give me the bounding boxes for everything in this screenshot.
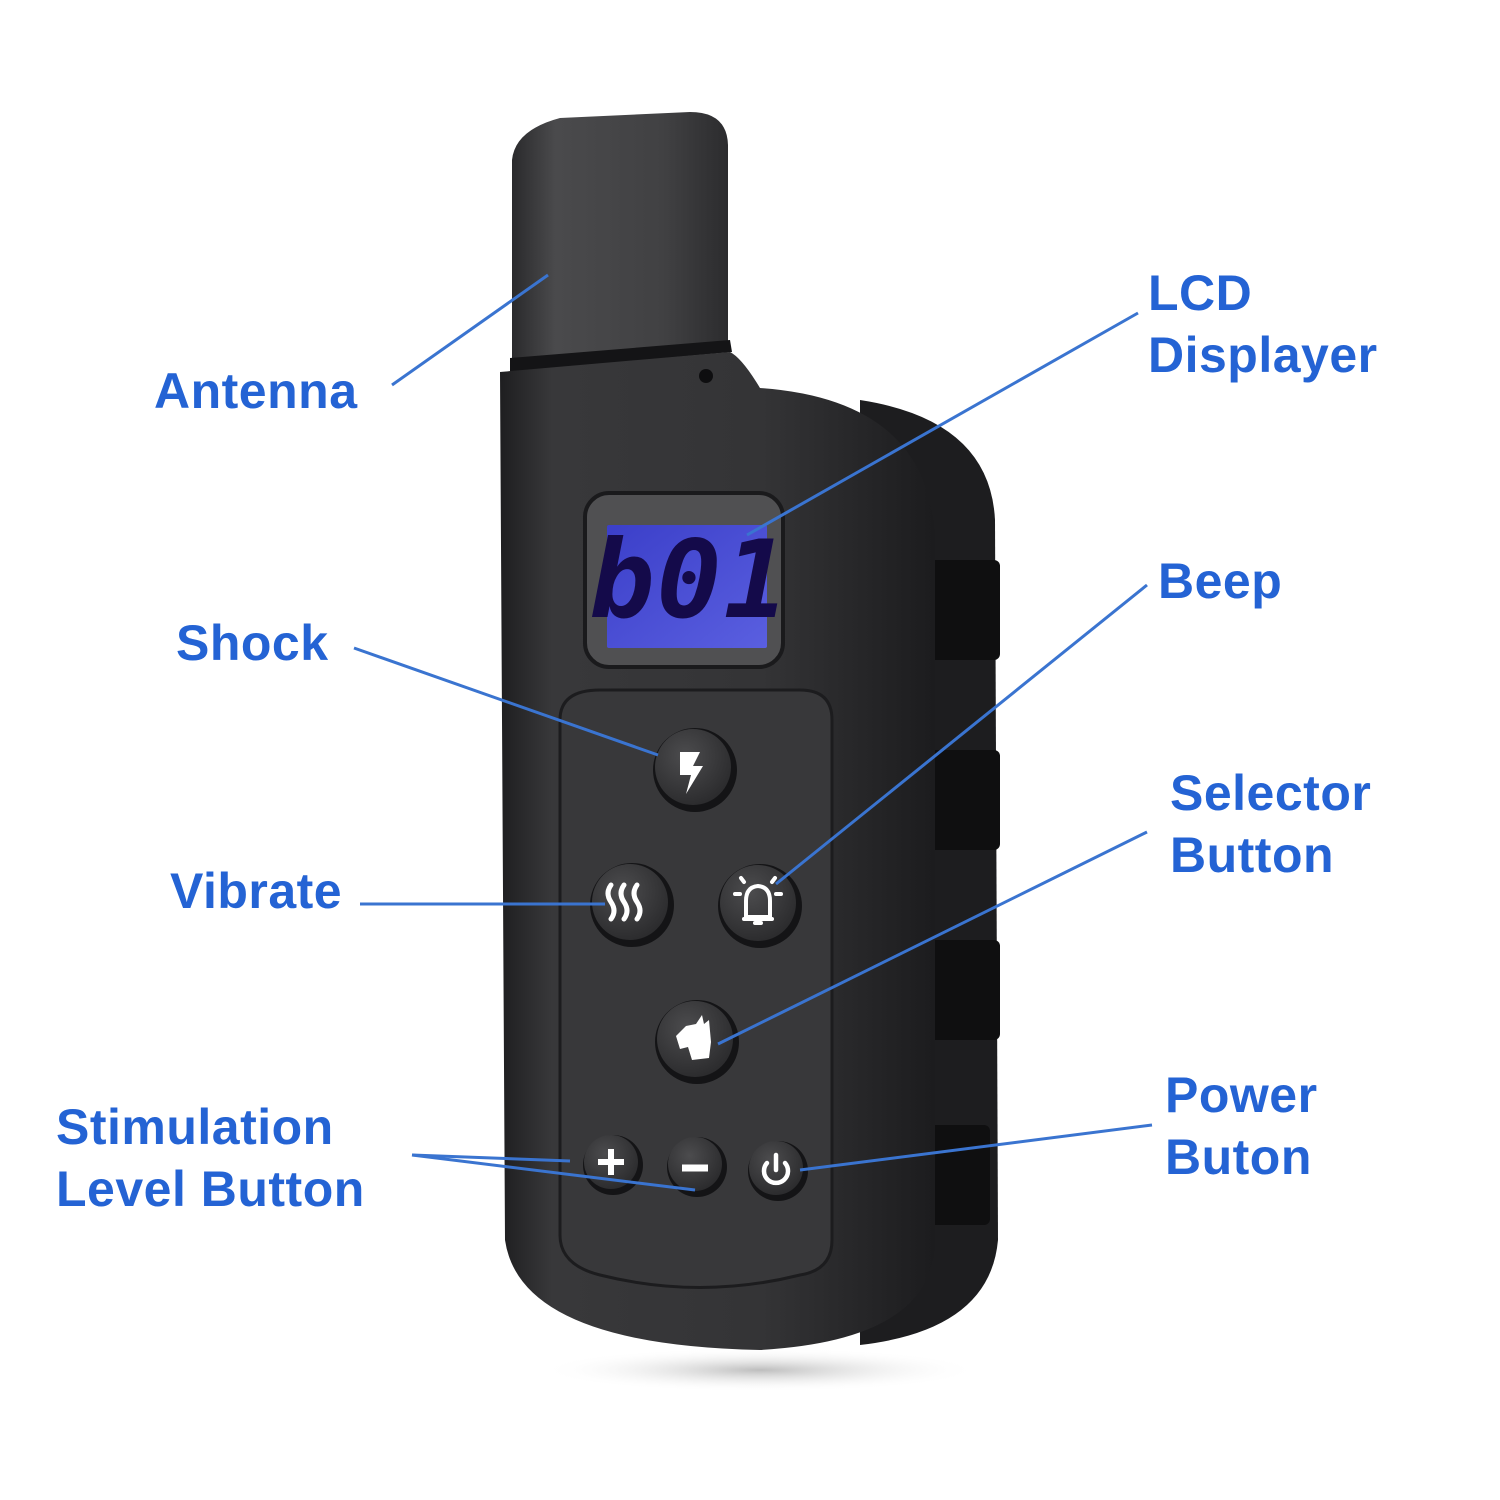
bell-icon [733, 876, 783, 925]
button-panel [558, 688, 834, 1289]
label-selector-button: Selector Button [1170, 762, 1371, 886]
label-power-line2: Buton [1165, 1129, 1312, 1185]
label-lcd-line1: LCD [1148, 265, 1253, 321]
lanyard-hole [699, 369, 713, 383]
vibrate-button[interactable] [590, 863, 674, 947]
label-lcd-line2: Displayer [1148, 327, 1378, 383]
leader-stim-minus [411, 1153, 696, 1192]
leader-beep [775, 583, 1148, 886]
label-stimulation-level-button: Stimulation Level Button [56, 1096, 365, 1220]
selector-button[interactable] [655, 1000, 739, 1084]
dog-head-icon [676, 1015, 711, 1060]
power-icon [761, 1152, 791, 1186]
label-power-button: Power Buton [1165, 1064, 1318, 1188]
antenna-part [510, 112, 732, 372]
label-antenna: Antenna [154, 363, 358, 419]
lcd-screen [607, 525, 767, 648]
leader-selector [717, 830, 1148, 1046]
floor-shadow [540, 1348, 980, 1392]
label-selector-line2: Button [1170, 827, 1335, 883]
leader-shock [353, 646, 659, 757]
leader-stim-plus [411, 1153, 571, 1163]
label-stimulation-line1: Stimulation [56, 1099, 334, 1155]
lcd-display-value: b01 [589, 517, 791, 643]
label-vibrate: Vibrate [170, 863, 343, 919]
label-beep: Beep [1158, 553, 1283, 609]
label-power-line1: Power [1165, 1067, 1318, 1123]
lightning-bolt-icon [680, 752, 703, 794]
leader-antenna [391, 273, 549, 387]
leader-lcd [746, 311, 1139, 537]
leader-power [799, 1123, 1153, 1172]
vibration-waves-icon [605, 882, 643, 922]
label-stimulation-line2: Level Button [56, 1161, 365, 1217]
label-lcd-displayer: LCD Displayer [1148, 262, 1378, 386]
label-selector-line1: Selector [1170, 765, 1372, 821]
power-button[interactable] [748, 1141, 808, 1201]
level-up-button[interactable] [583, 1135, 643, 1195]
plus-icon [598, 1149, 624, 1175]
shock-button[interactable] [653, 728, 737, 812]
label-shock: Shock [176, 615, 329, 671]
level-down-button[interactable] [667, 1137, 727, 1197]
